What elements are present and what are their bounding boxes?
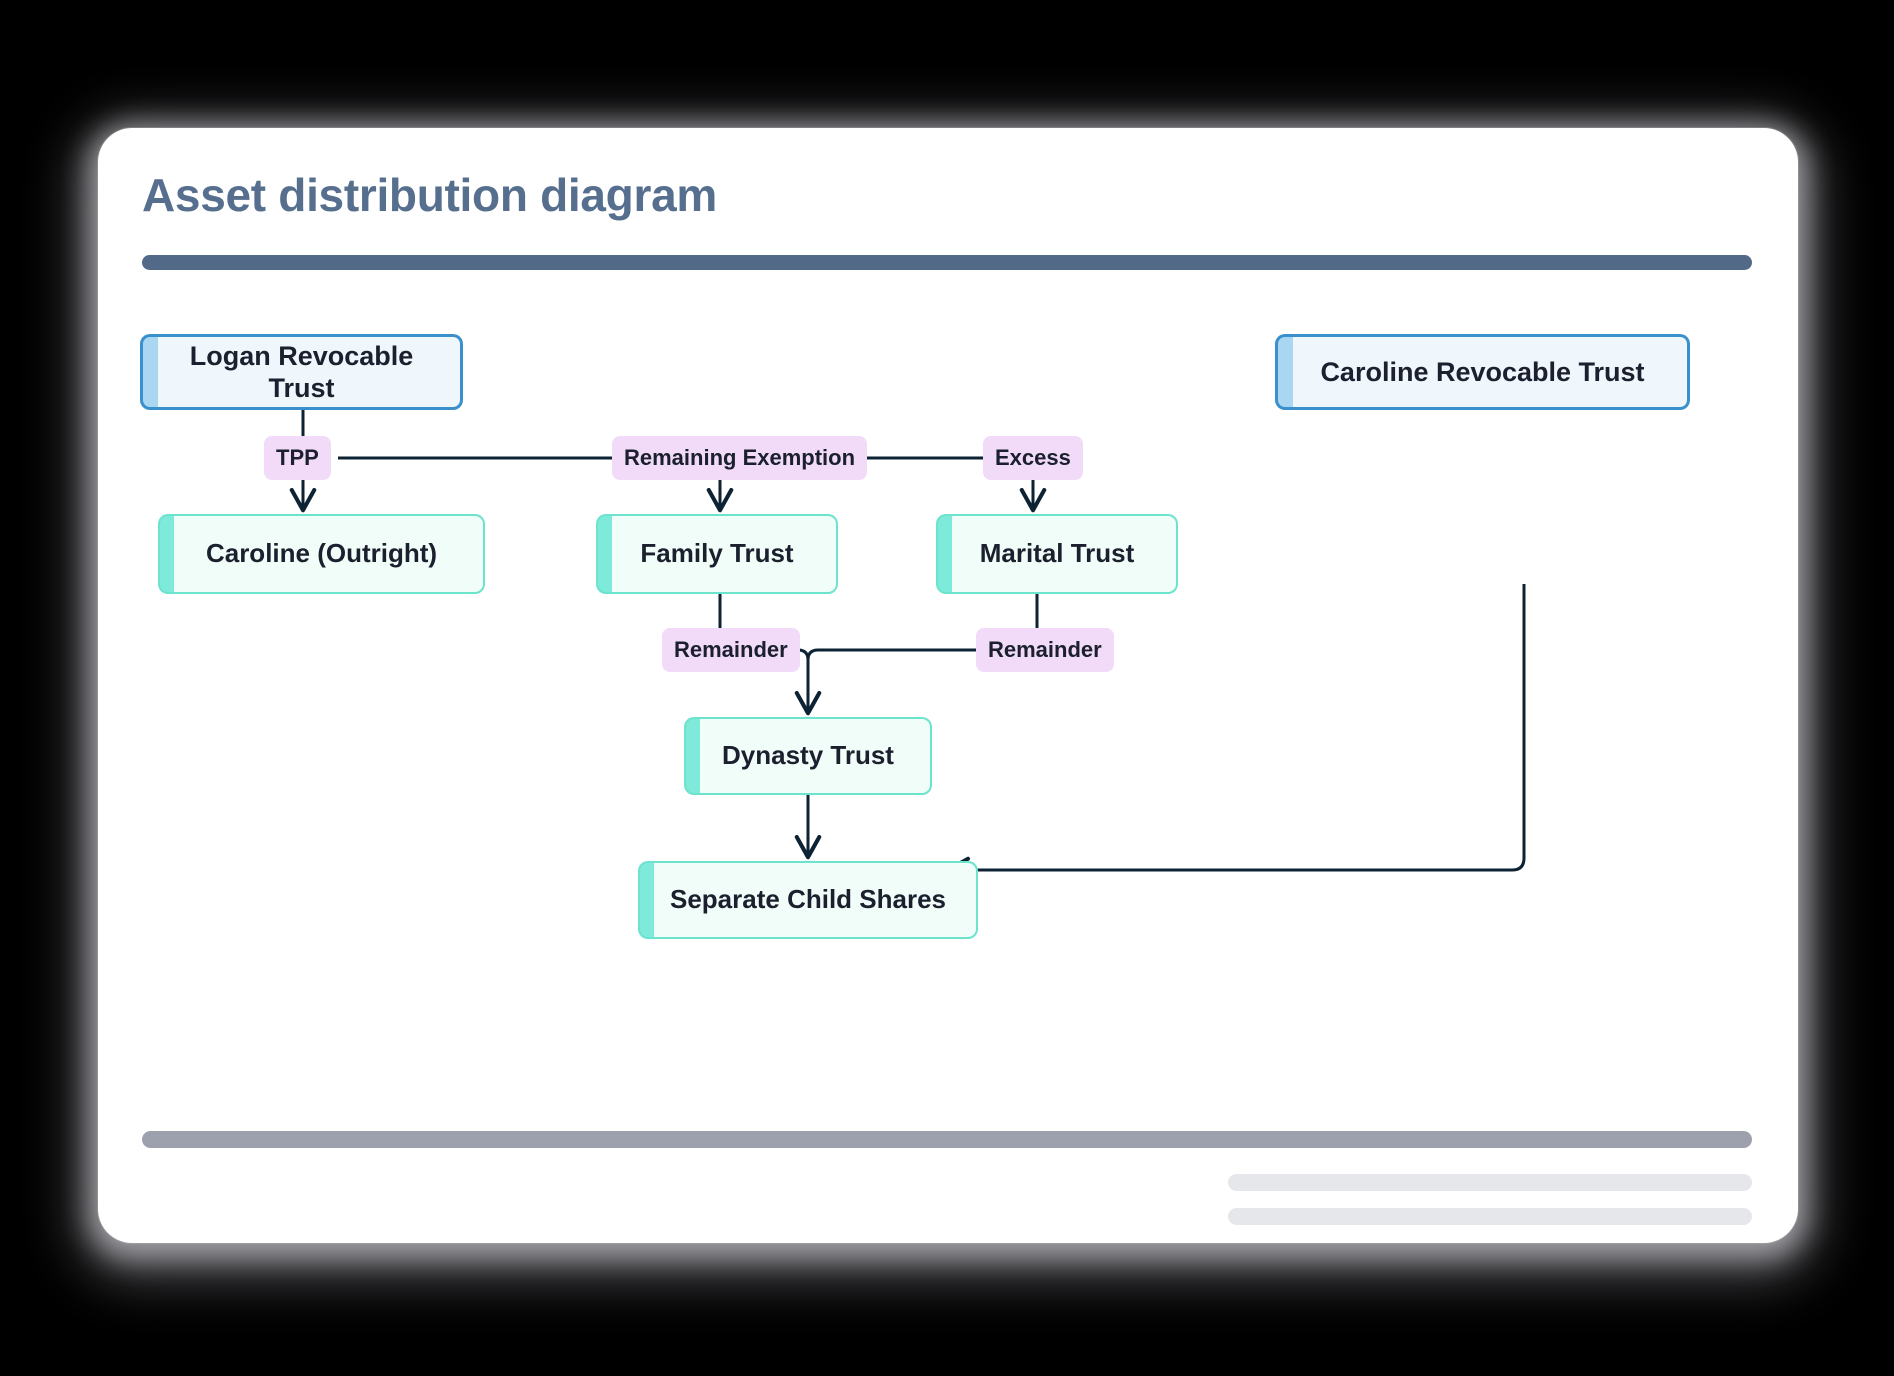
footer-divider xyxy=(142,1131,1752,1148)
placeholder-line-2 xyxy=(1228,1208,1752,1225)
node-separate-child-shares[interactable]: Separate Child Shares xyxy=(638,861,978,939)
asset-distribution-diagram: Logan Revocable Trust Caroline Revocable… xyxy=(98,128,1798,1243)
node-label: Logan Revocable Trust xyxy=(189,340,414,403)
edge-caroline-rt-child xyxy=(945,584,1526,884)
node-label: Caroline (Outright) xyxy=(205,538,438,569)
diagram-edges xyxy=(289,410,1526,884)
diagram-card xyxy=(98,128,1798,1243)
edge-label-remainder-marital: Remainder xyxy=(976,628,1114,672)
title-divider xyxy=(142,255,1752,270)
node-label: Caroline Revocable Trust xyxy=(1320,356,1645,387)
edge-label-remainder-family: Remainder xyxy=(662,628,800,672)
edge-label-text: Excess xyxy=(995,445,1071,470)
page-title: Asset distribution diagram xyxy=(142,169,717,221)
edge-remainder-marital-merge xyxy=(806,648,976,711)
edge-label-remaining-exemption: Remaining Exemption xyxy=(612,436,868,480)
node-caroline-outright[interactable]: Caroline (Outright) xyxy=(158,514,485,594)
node-caroline-revocable-trust[interactable]: Caroline Revocable Trust xyxy=(1275,334,1690,410)
node-marital-trust[interactable]: Marital Trust xyxy=(936,514,1178,594)
edge-label-text: Remainder xyxy=(674,637,788,662)
edge-label-text: Remainder xyxy=(988,637,1102,662)
node-label: Dynasty Trust xyxy=(722,740,894,771)
node-label: Separate Child Shares xyxy=(670,884,946,915)
node-label: Marital Trust xyxy=(979,538,1135,569)
node-dynasty-trust[interactable]: Dynasty Trust xyxy=(684,717,932,795)
edge-label-text: Remaining Exemption xyxy=(624,445,856,470)
edge-label-text: TPP xyxy=(276,445,319,470)
edge-label-excess: Excess xyxy=(983,436,1083,480)
edge-label-tpp: TPP xyxy=(264,436,331,480)
node-label: Family Trust xyxy=(640,538,794,569)
node-logan-revocable-trust[interactable]: Logan Revocable Trust xyxy=(140,334,463,410)
placeholder-line-1 xyxy=(1228,1174,1752,1191)
node-family-trust[interactable]: Family Trust xyxy=(596,514,838,594)
